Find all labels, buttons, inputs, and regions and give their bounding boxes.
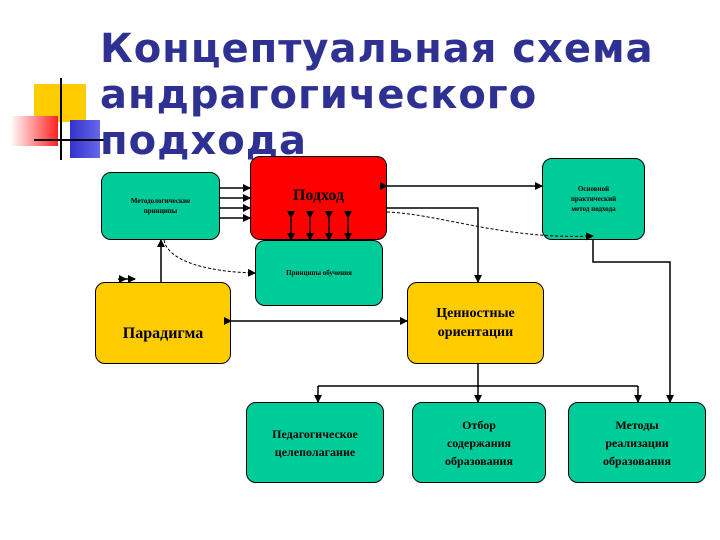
decor-vertical-line <box>60 78 62 160</box>
decor-horizontal-line <box>34 139 104 141</box>
node-content-selection: Отбор содержания образования <box>412 402 546 483</box>
node-main-practical-method: Основной практический метод подхода <box>542 158 645 240</box>
node-pedagogical-goal-setting: Педагогическое целеполагание <box>246 402 384 483</box>
page-title: Концептуальная схема андрагогического по… <box>100 26 700 164</box>
arrow-main-method-implementation <box>592 240 674 403</box>
decor-red-square <box>10 116 58 146</box>
node-approach-label: Подход <box>292 187 345 204</box>
node-methodological-principles: Методологические принципы <box>101 172 220 240</box>
arrow-approach-values <box>387 207 482 283</box>
node-value-orientations: Ценностные ориентации <box>407 282 544 364</box>
node-approach: Подход <box>250 156 387 240</box>
title-line-2: андрагогического <box>100 72 538 118</box>
node-implementation-methods-label: Методы реализации образования <box>603 417 671 468</box>
node-main-practical-method-label: Основной практический метод подхода <box>570 185 617 213</box>
node-teaching-principles: Принципы обучения <box>255 240 383 306</box>
node-content-selection-label: Отбор содержания образования <box>445 417 513 468</box>
dashed-arrow-principles-teaching <box>163 239 256 277</box>
node-methodological-principles-label: Методологические принципы <box>130 197 191 215</box>
node-paradigm-label: Парадигма <box>122 325 204 342</box>
node-implementation-methods: Методы реализации образования <box>568 402 706 483</box>
node-paradigm: Парадигма <box>95 282 231 364</box>
node-pedagogical-goal-setting-label: Педагогическое целеполагание <box>272 426 358 459</box>
title-line-1: Концептуальная схема <box>100 26 654 72</box>
node-value-orientations-label: Ценностные ориентации <box>436 306 515 340</box>
node-teaching-principles-label: Принципы обучения <box>286 269 352 277</box>
